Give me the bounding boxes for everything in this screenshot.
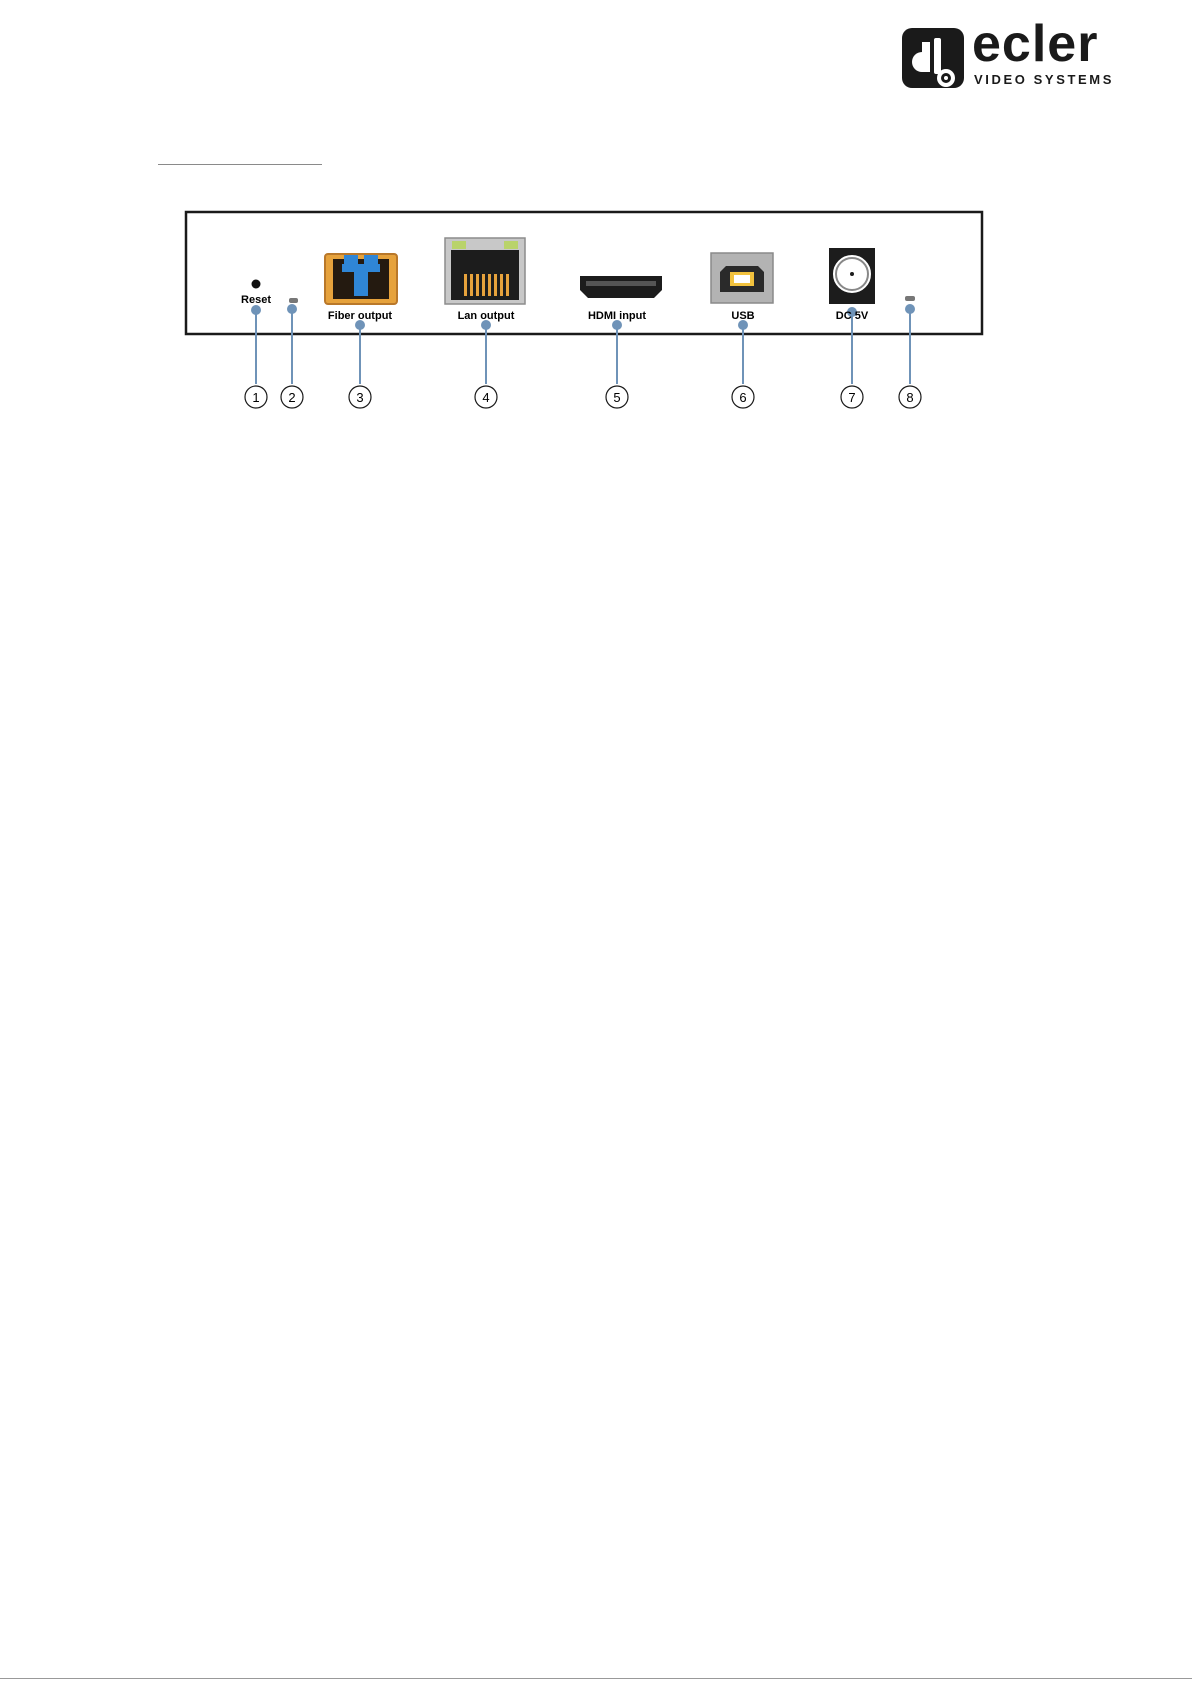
rear-panel-diagram: 1 2 3 4 5 6 7 8	[0, 0, 1192, 430]
callout-number-3: 3	[356, 390, 363, 405]
callout-number-7: 7	[848, 390, 855, 405]
fiber-output-label: Fiber output	[328, 310, 392, 322]
callout-number-5: 5	[613, 390, 620, 405]
page-bottom-rule	[0, 1678, 1192, 1679]
callout-number-8: 8	[906, 390, 913, 405]
status-led-8	[905, 296, 915, 301]
dc-power-label: DC 5V	[836, 310, 868, 322]
reset-button-hole	[252, 280, 261, 289]
status-led-2	[289, 298, 298, 303]
reset-label: Reset	[241, 294, 271, 306]
hdmi-input-port	[580, 276, 662, 298]
callout-number-2: 2	[288, 390, 295, 405]
callout-number-6: 6	[739, 390, 746, 405]
hdmi-input-label: HDMI input	[588, 310, 646, 322]
callout-number-1: 1	[252, 390, 259, 405]
callout-circles	[245, 386, 921, 408]
fiber-output-port	[325, 254, 397, 304]
usb-label: USB	[731, 310, 754, 322]
lan-output-label: Lan output	[458, 310, 515, 322]
callout-number-4: 4	[482, 390, 489, 405]
usb-port	[711, 253, 773, 303]
lan-output-port	[445, 238, 525, 304]
dc-power-port	[829, 248, 875, 304]
